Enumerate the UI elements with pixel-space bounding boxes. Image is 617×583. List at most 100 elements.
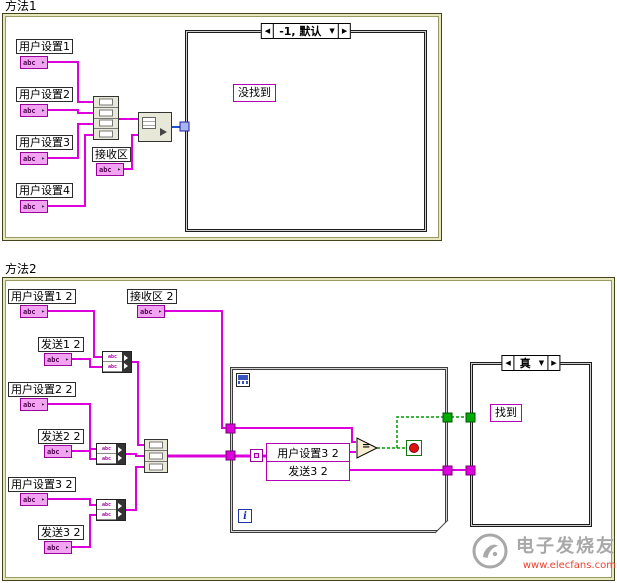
terminal-label: 发送3 2 <box>38 525 84 540</box>
case1-selector-terminal[interactable] <box>179 121 190 132</box>
string-terminal[interactable]: abc▸ <box>44 445 72 458</box>
case2-selector-label[interactable]: 真 <box>519 357 531 370</box>
string-terminal[interactable]: abc ▸ <box>20 56 48 69</box>
terminal-arrow-icon: ▸ <box>41 495 45 503</box>
string-terminal[interactable]: abc ▸ <box>20 152 48 165</box>
abc-text: abc <box>23 202 36 211</box>
abc-text: abc <box>23 495 36 504</box>
string-terminal[interactable]: abc ▸ <box>20 104 48 117</box>
case-dropdown-icon[interactable]: ▼ <box>538 359 545 367</box>
loop-tunnel[interactable] <box>225 423 236 434</box>
terminal-arrow-icon: ▸ <box>65 447 69 455</box>
case-next-icon[interactable]: ▶ <box>547 356 559 370</box>
case-structure-2[interactable]: ◀ 真 ▼ ▶ <box>470 355 592 527</box>
loop-node-icon[interactable] <box>236 373 250 387</box>
wire[interactable] <box>126 466 144 511</box>
bundle-input: abc <box>97 444 116 454</box>
boolean-wire[interactable] <box>377 416 470 449</box>
unbundle-row[interactable]: 发送3 2 <box>288 465 328 478</box>
equal-comparison-node[interactable]: = <box>356 436 380 460</box>
equals-glyph: = <box>362 441 371 452</box>
bundle-input: abc <box>103 352 122 362</box>
case2-tunnel[interactable] <box>465 465 476 476</box>
loop-tunnel[interactable] <box>442 465 453 476</box>
abc-text: abc <box>23 106 36 115</box>
abc-text: abc <box>47 543 60 552</box>
string-terminal[interactable]: abc ▸ <box>137 305 165 318</box>
case-prev-icon[interactable]: ◀ <box>502 356 515 370</box>
build-array-node[interactable] <box>93 96 119 140</box>
abc-text: abc <box>140 307 153 316</box>
loop-tunnel[interactable] <box>442 412 453 423</box>
wire[interactable] <box>72 514 96 548</box>
wire[interactable] <box>48 310 102 358</box>
wire[interactable] <box>72 358 102 368</box>
string-terminal[interactable]: abc ▸ <box>44 353 72 366</box>
search-array-node[interactable] <box>138 112 172 142</box>
index-array-node[interactable] <box>250 449 263 462</box>
search-pointer-icon <box>160 128 167 136</box>
wire[interactable] <box>126 453 144 457</box>
case1-selector[interactable]: ◀ -1, 默认 ▼ ▶ <box>260 23 352 39</box>
wire[interactable] <box>48 61 93 103</box>
string-terminal[interactable]: abc▸ <box>20 200 48 213</box>
iteration-terminal[interactable]: i <box>238 509 252 523</box>
string-constant[interactable]: 找到 <box>490 404 522 422</box>
string-terminal[interactable]: abc▸ <box>44 541 72 554</box>
unbundle-row[interactable]: 用户设置3 2 <box>267 444 349 462</box>
string-terminal[interactable]: abc▸ <box>20 398 48 411</box>
abc-text: abc <box>99 165 112 174</box>
abc-text: abc <box>23 58 36 67</box>
string-terminal[interactable]: abc ▸ <box>96 163 124 176</box>
abc-text: abc <box>23 307 36 316</box>
terminal-label: 用户设置1 2 <box>8 289 76 304</box>
terminal-label: 用户设置2 <box>16 87 73 102</box>
watermark: 电子发烧友 www.elecfans.com <box>470 531 616 571</box>
bundle-node[interactable]: abc abc <box>102 351 132 373</box>
elecfans-logo-icon <box>472 533 508 569</box>
wire[interactable] <box>132 361 144 446</box>
terminal-label: 用户设置3 2 <box>8 477 76 492</box>
abc-text: abc <box>23 400 36 409</box>
while-loop[interactable] <box>230 367 448 533</box>
case-prev-icon[interactable]: ◀ <box>262 24 275 38</box>
terminal-arrow-icon: ▸ <box>117 165 121 173</box>
terminal-arrow-icon: ▸ <box>41 106 45 114</box>
bundle-output-icon <box>122 352 131 372</box>
bundle-node[interactable]: abc abc <box>96 499 126 521</box>
terminal-label: 接收区 2 <box>127 289 177 304</box>
wire[interactable] <box>124 134 138 170</box>
terminal-label: 用户设置2 2 <box>8 382 76 397</box>
terminal-arrow-icon: ▸ <box>41 58 45 66</box>
string-terminal[interactable]: abc▸ <box>20 305 48 318</box>
watermark-url: www.elecfans.com <box>522 559 616 571</box>
build-array-node[interactable] <box>144 439 168 473</box>
case-next-icon[interactable]: ▶ <box>337 24 350 38</box>
case2-selector-terminal[interactable] <box>465 412 476 423</box>
terminal-arrow-icon: ▸ <box>158 307 162 315</box>
bundle-node[interactable]: abc abc <box>96 443 126 465</box>
string-constant[interactable]: 没找到 <box>233 84 276 102</box>
conditional-terminal[interactable] <box>406 440 422 456</box>
wire[interactable] <box>48 123 93 159</box>
terminal-label: 用户设置1 <box>16 39 73 54</box>
bundle-output-icon <box>116 500 125 520</box>
terminal-arrow-icon: ▸ <box>65 355 69 363</box>
case-dropdown-icon[interactable]: ▼ <box>329 27 335 35</box>
case2-selector[interactable]: ◀ 真 ▼ ▶ <box>501 355 561 371</box>
wire[interactable] <box>72 450 96 460</box>
loop-corner-line <box>434 519 449 534</box>
wire[interactable] <box>48 109 93 114</box>
string-terminal[interactable]: abc ▸ <box>20 493 48 506</box>
loop-tunnel[interactable] <box>225 450 236 461</box>
abc-text: abc <box>47 355 60 364</box>
wire[interactable] <box>48 403 96 450</box>
bundle-input: abc <box>103 362 122 372</box>
wire[interactable] <box>48 498 96 506</box>
wire[interactable] <box>48 134 93 207</box>
abc-text: abc <box>23 154 36 163</box>
wire[interactable] <box>165 310 356 443</box>
case1-selector-label[interactable]: -1, 默认 <box>279 25 322 38</box>
unbundle-name-node[interactable]: 用户设置3 2 发送3 2 <box>266 443 350 481</box>
terminal-arrow-icon: ▸ <box>41 154 45 162</box>
